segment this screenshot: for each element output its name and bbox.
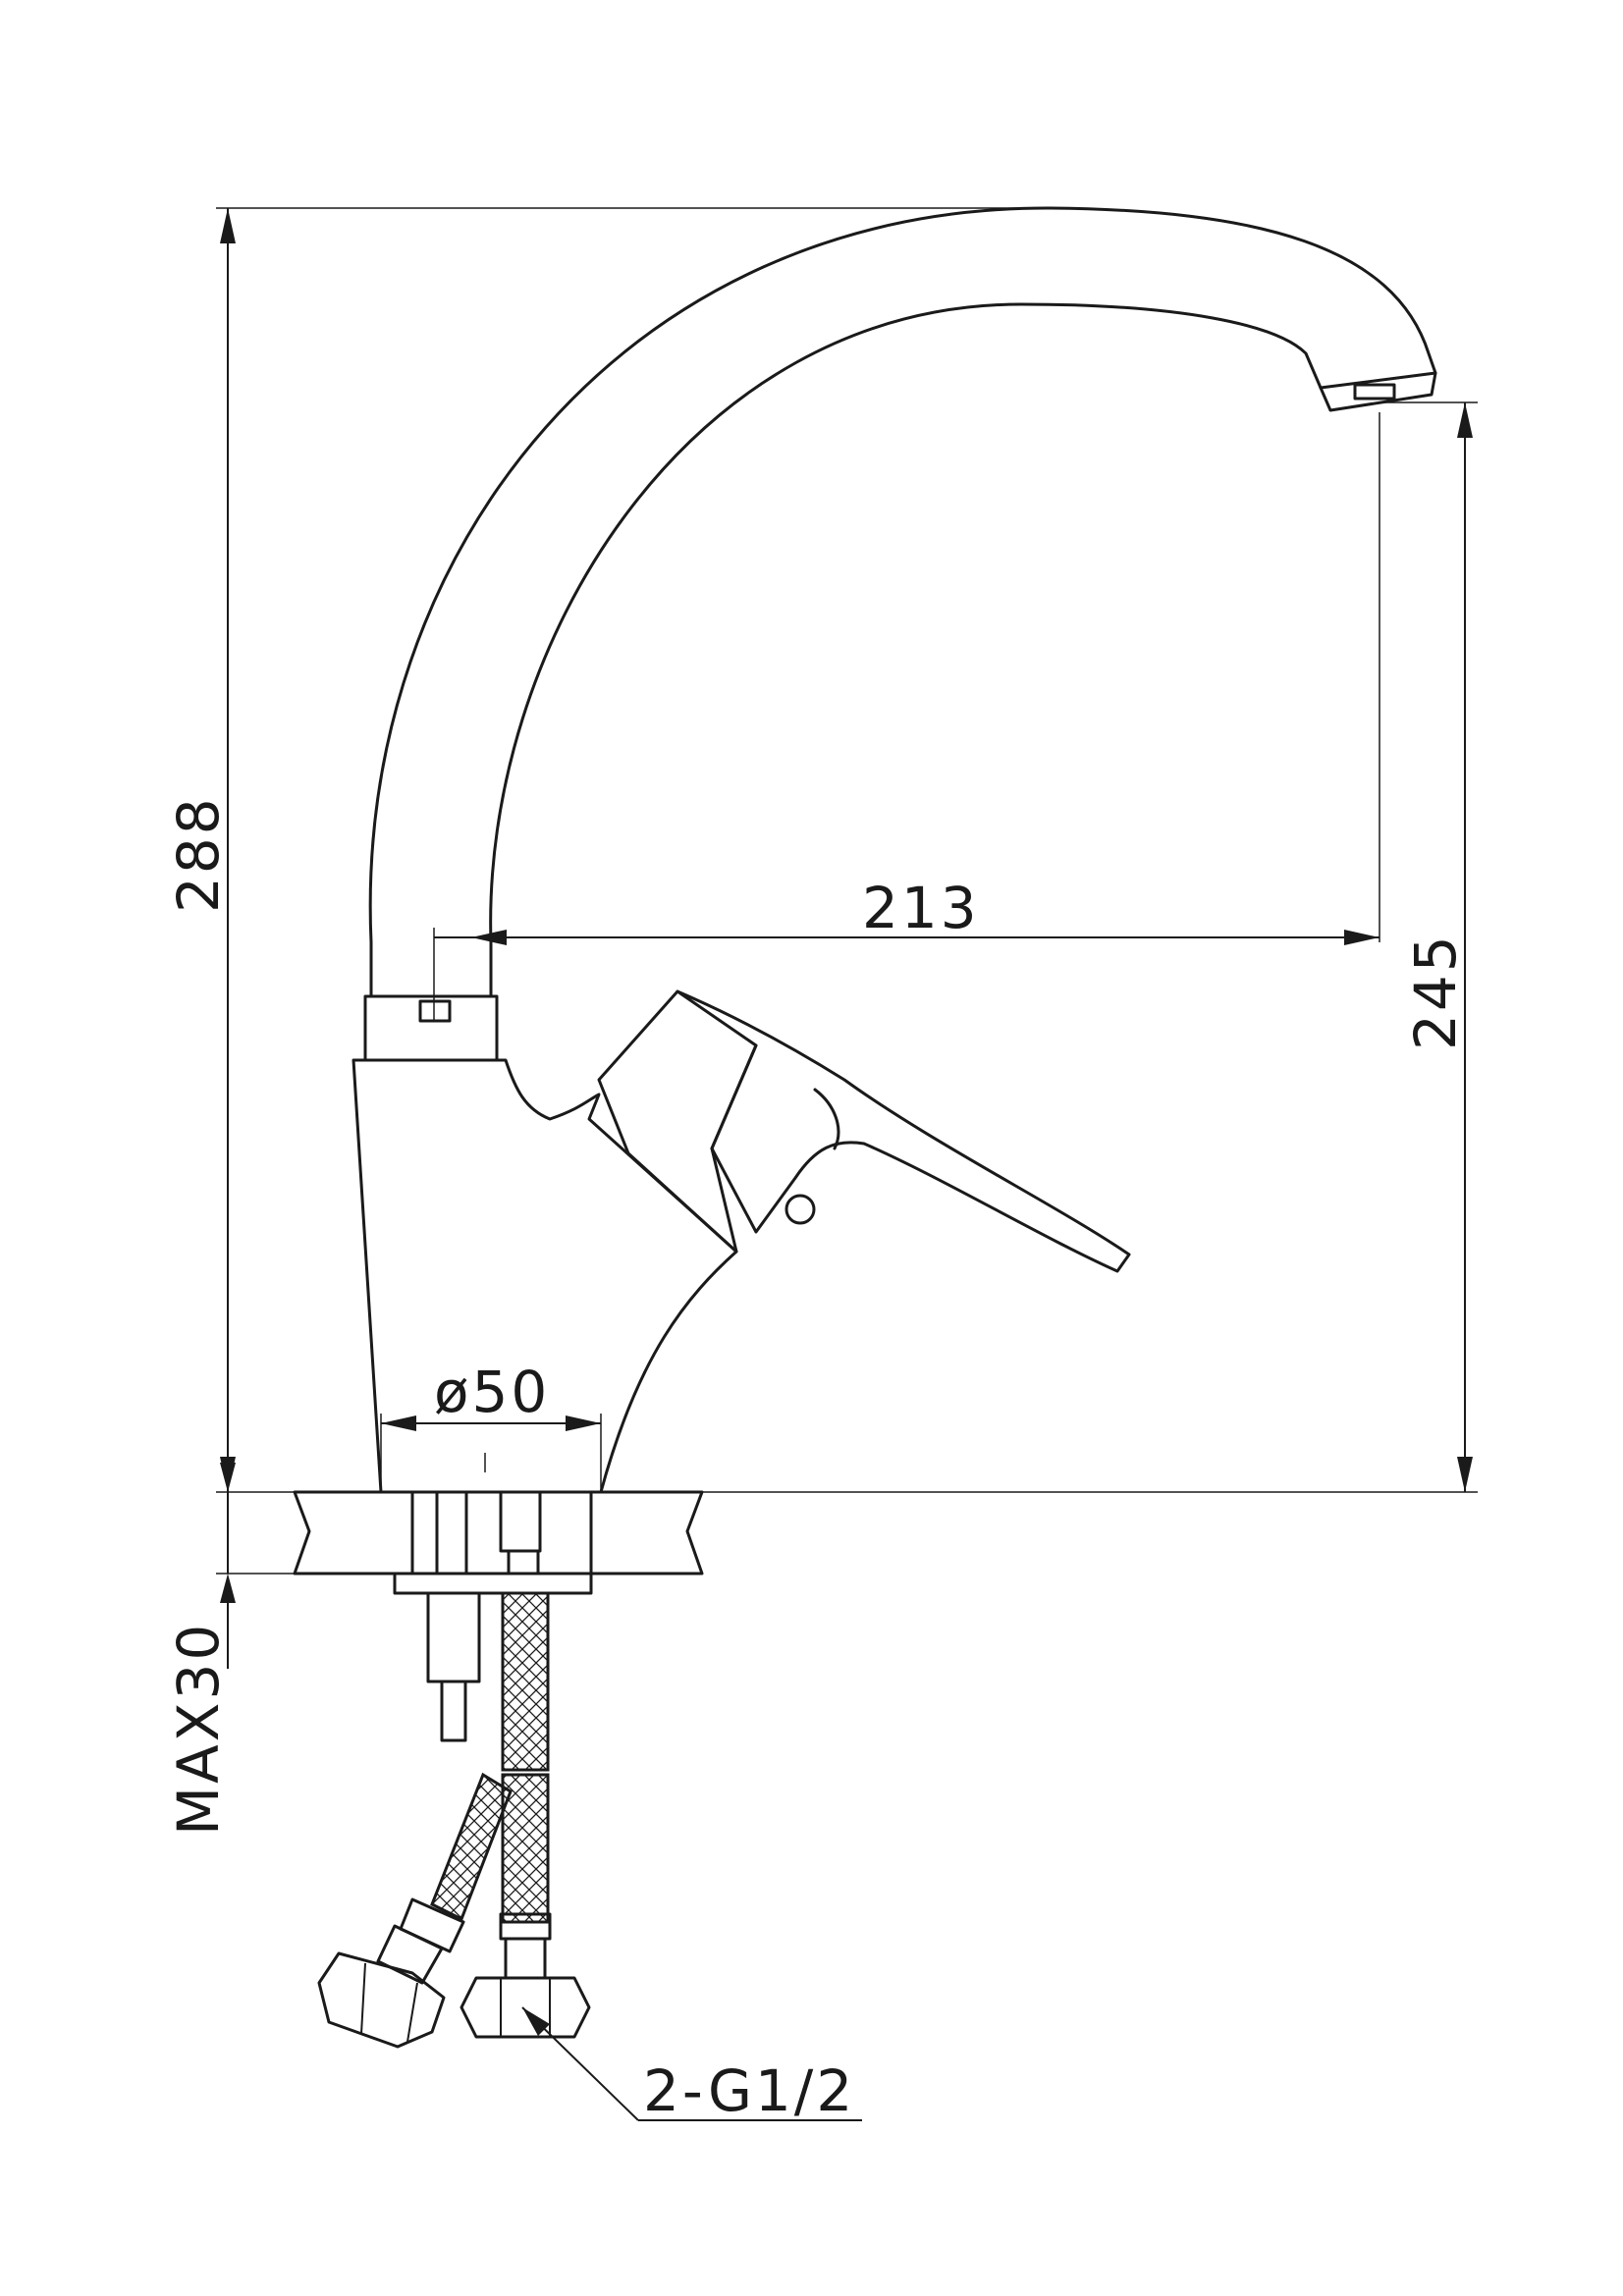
supply-hose-straight [460,1591,591,2039]
dimension-base-diameter: ø50 [381,1359,601,1431]
leader-connection-thread: 2-G1/2 [521,2006,862,2124]
dimension-overall-height: 288 [165,208,236,1492]
countertop-section [293,1453,704,1575]
lever-handle [597,989,1131,1273]
faucet-body [352,1058,738,1494]
dimension-spout-height: 245 [1402,402,1473,1492]
dim-label-245: 245 [1402,933,1469,1050]
dimension-max-thickness: MAX30 [165,1443,236,1836]
dim-label-g12: 2-G1/2 [643,2057,855,2124]
mounting-hardware [393,1572,593,1742]
dim-label-213: 213 [862,875,980,941]
extension-lines [216,207,1478,1575]
supply-hose-angled [317,1772,513,2049]
dimension-reach: 213 [434,875,1380,945]
dim-label-max30: MAX30 [165,1622,232,1836]
dim-label-50: ø50 [434,1359,550,1425]
dim-label-288: 288 [165,795,232,913]
